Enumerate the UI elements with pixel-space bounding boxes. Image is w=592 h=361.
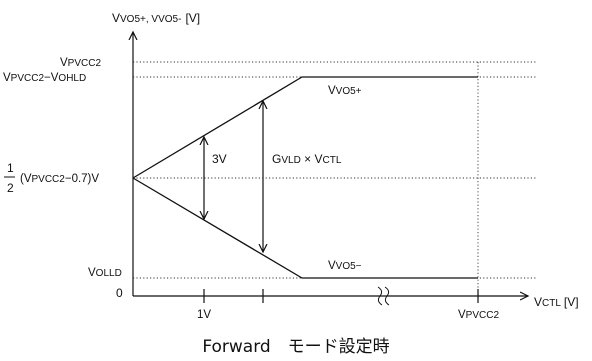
x-axis-title: VCTL[V] xyxy=(534,295,579,309)
curve-label-vvo5-minus: VVO5− xyxy=(328,260,362,272)
y-label-vollld: VOLLD xyxy=(88,267,122,279)
annotation-gain: GVLD × VCTL xyxy=(272,152,342,166)
curve-label-vvo5-plus: VVO5+ xyxy=(328,85,362,97)
y-axis-title: VVO5+, VVO5-[V] xyxy=(112,11,200,25)
half-numerator: 1 xyxy=(7,161,14,175)
vvo5-minus-curve xyxy=(132,177,478,279)
axis-break-mark xyxy=(377,286,390,306)
x-label-vpvcc2: VPVCC2 xyxy=(458,309,499,321)
caption: Forward モード設定時 xyxy=(202,337,389,357)
y-label-vpvcc2-vohld: VPVCC2−VOHLD xyxy=(3,72,86,84)
annotation-3v: 3V xyxy=(212,152,227,166)
half-expression: (VPVCC2−0.7)V xyxy=(20,173,99,185)
y-label-vpvcc2: VPVCC2 xyxy=(60,57,101,69)
y-label-zero: 0 xyxy=(116,286,123,300)
half-denominator: 2 xyxy=(7,181,14,195)
x-label-1v: 1V xyxy=(197,309,211,321)
vvo5-plus-curve xyxy=(132,76,478,179)
